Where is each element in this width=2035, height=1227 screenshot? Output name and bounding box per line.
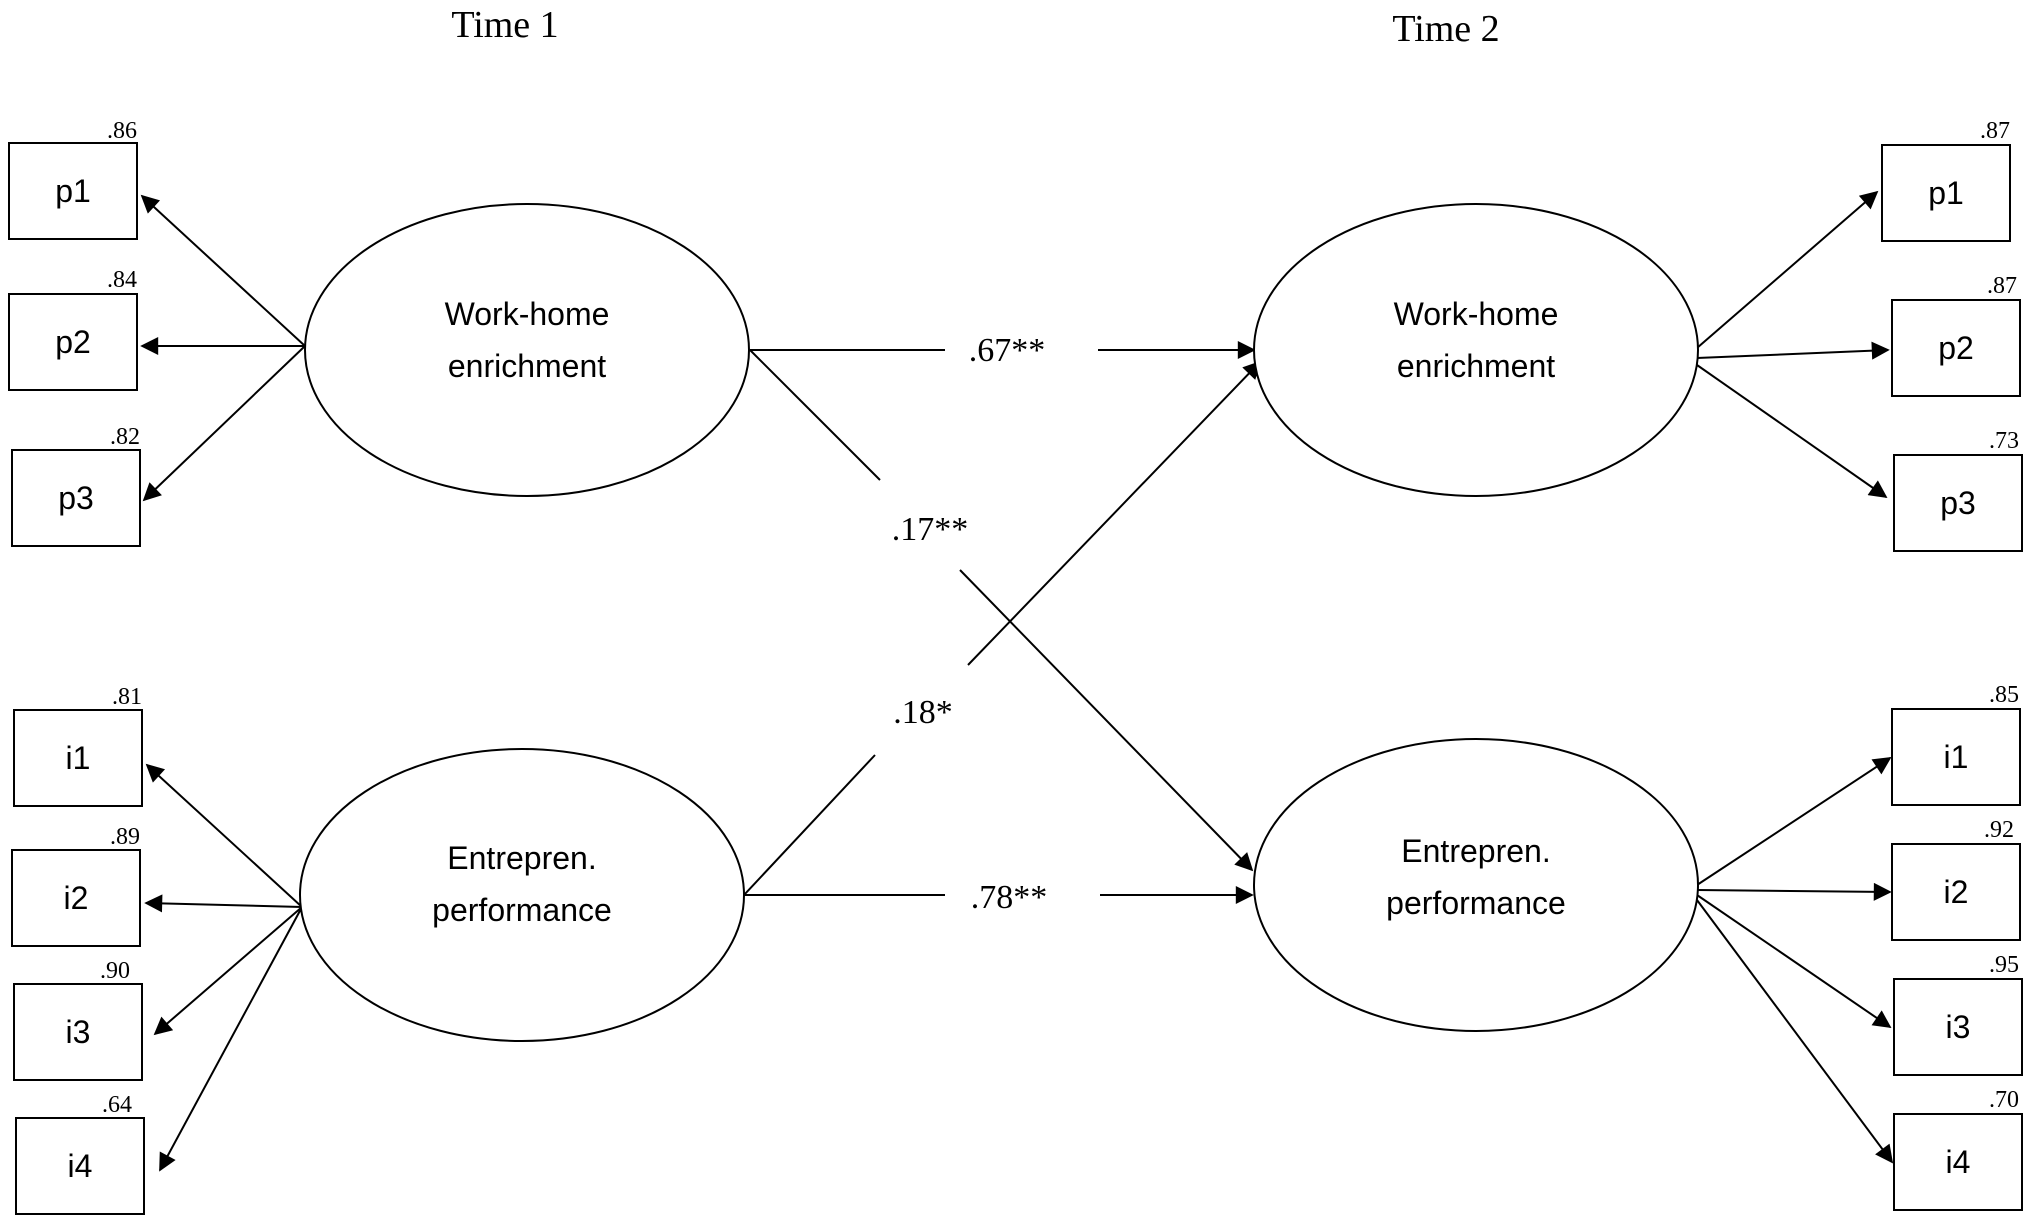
loading-label-t1-i2: .89 (110, 824, 140, 850)
indicator-label-t1-i4: i4 (68, 1148, 93, 1184)
t2-performance-label-line1: Entrepren. (1401, 833, 1550, 869)
indicator-box-t2-p1 (1881, 144, 2011, 242)
loading-label-t1-i1: .81 (112, 684, 142, 710)
indicator-box-t1-p1 (8, 142, 138, 240)
t2-enrichment-ellipse (1253, 203, 1699, 497)
loading-arrow-t2-i3 (1696, 894, 1892, 1029)
t2-performance-label-line2: performance (1386, 885, 1566, 921)
loading-arrow-t1-i1 (145, 763, 303, 908)
path-performance-stability-label: .78** (971, 879, 1048, 916)
loading-arrow-t2-i2 (1696, 882, 1892, 901)
indicator-box-t1-i1 (13, 709, 143, 807)
indicator-label-t1-p1: p1 (55, 173, 91, 209)
t1-enrichment-label-line1: Work-home (445, 296, 610, 332)
path-enrichment-to-performance-arrow (959, 569, 1254, 872)
loading-arrow-t1-i4 (159, 906, 303, 1172)
time2-label: Time 2 (1392, 8, 1499, 50)
loading-label-t1-p1: .86 (107, 118, 137, 144)
loading-arrow-t2-i1 (1696, 757, 1892, 886)
indicator-label-t1-p3: p3 (58, 480, 94, 516)
t1-enrichment-ellipse (304, 203, 750, 497)
t1-enrichment-label-line2: enrichment (448, 348, 606, 384)
t1-performance-ellipse (299, 748, 745, 1042)
indicator-box-t1-i2 (11, 849, 141, 947)
path-enrichment-to-performance-label: .17** (892, 511, 969, 548)
indicator-label-t1-i1: i1 (66, 740, 91, 776)
indicator-label-t2-i1: i1 (1944, 739, 1969, 775)
loading-label-t1-i4: .64 (102, 1092, 132, 1118)
t1-performance-label-line1: Entrepren. (447, 840, 596, 876)
loading-label-t2-p3: .73 (1989, 428, 2019, 454)
indicator-box-t2-i4 (1893, 1113, 2023, 1211)
path-performance-to-enrichment-lower (743, 754, 876, 896)
t1-performance-label-line2: performance (432, 892, 612, 928)
indicator-label-t1-i2: i2 (64, 880, 89, 916)
t2-enrichment-label-line1: Work-home (1394, 296, 1559, 332)
indicator-label-t1-p2: p2 (55, 324, 91, 360)
loading-label-t2-i3: .95 (1989, 952, 2019, 978)
t2-performance-ellipse (1253, 738, 1699, 1032)
indicator-label-t2-p2: p2 (1938, 330, 1974, 366)
loading-label-t2-p2: .87 (1987, 273, 2017, 299)
loading-label-t2-i1: .85 (1989, 682, 2019, 708)
indicator-box-t2-i1 (1891, 708, 2021, 806)
indicator-label-t2-i2: i2 (1944, 874, 1969, 910)
loading-arrow-t2-p2 (1696, 341, 1890, 360)
path-performance-to-enrichment-label: .18* (893, 694, 953, 731)
t2-enrichment-label-line2: enrichment (1397, 348, 1555, 384)
indicator-box-t1-p2 (8, 293, 138, 391)
loading-label-t1-i3: .90 (100, 958, 130, 984)
indicator-label-t2-p3: p3 (1940, 485, 1976, 521)
indicator-box-t2-i3 (1893, 978, 2023, 1076)
indicator-box-t1-p3 (11, 449, 141, 547)
time1-label: Time 1 (451, 4, 558, 46)
indicator-box-t1-i3 (13, 983, 143, 1081)
loading-label-t2-i4: .70 (1989, 1087, 2019, 1113)
loading-label-t1-p2: .84 (107, 267, 137, 293)
indicator-box-t2-i2 (1891, 843, 2021, 941)
path-enrichment-stability-label: .67** (969, 332, 1046, 369)
indicator-box-t2-p2 (1891, 299, 2021, 397)
loading-arrow-t2-p3 (1696, 364, 1888, 499)
loading-arrow-t2-i4 (1696, 899, 1894, 1164)
path-performance-to-enrichment-arrow (967, 360, 1262, 666)
loading-label-t2-i2: .92 (1984, 817, 2014, 843)
indicator-label-t2-i3: i3 (1946, 1009, 1971, 1045)
indicator-label-t1-i3: i3 (66, 1014, 91, 1050)
loading-arrow-t1-i3 (153, 906, 303, 1036)
loading-arrow-t2-p1 (1696, 190, 1879, 349)
loading-label-t2-p1: .87 (1980, 118, 2010, 144)
loading-arrow-t1-p1 (140, 194, 306, 347)
indicator-label-t2-i4: i4 (1946, 1144, 1971, 1180)
indicator-box-t1-i4 (15, 1117, 145, 1215)
loading-arrow-t1-i2 (144, 894, 303, 913)
indicator-box-t2-p3 (1893, 454, 2023, 552)
indicator-label-t2-p1: p1 (1928, 175, 1964, 211)
path-enrichment-to-performance-upper (749, 349, 881, 481)
loading-label-t1-p3: .82 (110, 424, 140, 450)
loading-arrow-t1-p3 (142, 345, 306, 502)
